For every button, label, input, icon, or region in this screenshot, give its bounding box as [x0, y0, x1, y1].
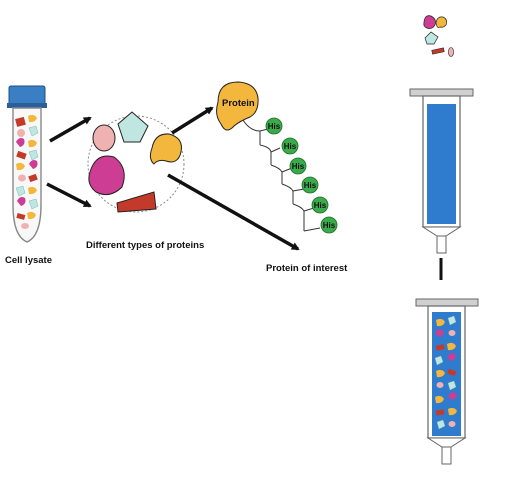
- arrow-to-tagged-protein: [171, 106, 214, 135]
- arrow-tube-to-proteins-upper: [49, 116, 92, 143]
- his-tag-1: His: [265, 117, 283, 135]
- column-outlet: [441, 446, 452, 465]
- column-taper: [426, 437, 467, 448]
- cell-lysate-label: Cell lysate: [5, 255, 52, 266]
- column-outlet: [436, 235, 447, 254]
- float-protein-red: [431, 47, 445, 55]
- column-resin: [427, 104, 456, 224]
- column-bound-proteins: [434, 315, 457, 430]
- protein-of-interest-label: Protein of interest: [266, 263, 348, 274]
- protein-pink: [92, 124, 116, 152]
- protein-mixture: [87, 111, 185, 213]
- arrow-to-protein-of-interest: [167, 173, 300, 251]
- float-protein-pink: [448, 47, 454, 57]
- his-tag-label: His: [323, 221, 336, 230]
- protein-orange: [149, 133, 182, 165]
- his-tag-label: His: [268, 122, 281, 131]
- protein-of-interest-blob: [216, 81, 259, 131]
- purification-column-loaded: [415, 298, 479, 465]
- column-top-cap: [409, 88, 474, 97]
- cell-lysate-tube: [7, 85, 47, 243]
- his-tag-4: His: [301, 176, 319, 194]
- protein-label: Protein: [222, 98, 255, 109]
- float-protein-magenta: [423, 15, 436, 29]
- his-tag-5: His: [311, 196, 329, 214]
- his-tag-label: His: [314, 201, 327, 210]
- his-tag-3: His: [289, 157, 307, 175]
- protein-red: [116, 191, 157, 213]
- his-tag-label: His: [284, 142, 297, 151]
- protein-magenta: [88, 155, 125, 196]
- arrow-tube-to-proteins-lower: [46, 182, 92, 208]
- float-protein-aqua: [424, 31, 439, 45]
- protein-aqua: [117, 111, 149, 143]
- different-proteins-label: Different types of proteins: [86, 240, 204, 251]
- column-taper: [421, 226, 462, 237]
- eluted-proteins: [423, 15, 454, 57]
- column-resin: [432, 312, 461, 436]
- his-tag-chain: [242, 119, 321, 232]
- column-top-cap: [415, 298, 479, 307]
- his-tag-label: His: [304, 181, 317, 190]
- his-tag-2: His: [281, 137, 299, 155]
- purification-column-empty: [409, 88, 474, 254]
- his-tag-label: His: [292, 162, 305, 171]
- his-tagged-protein: Protein His His: [216, 81, 338, 234]
- float-protein-orange: [435, 16, 447, 28]
- his-tag-6: His: [320, 216, 338, 234]
- tube-cap-rim: [7, 103, 47, 108]
- tube-contents: [15, 114, 39, 229]
